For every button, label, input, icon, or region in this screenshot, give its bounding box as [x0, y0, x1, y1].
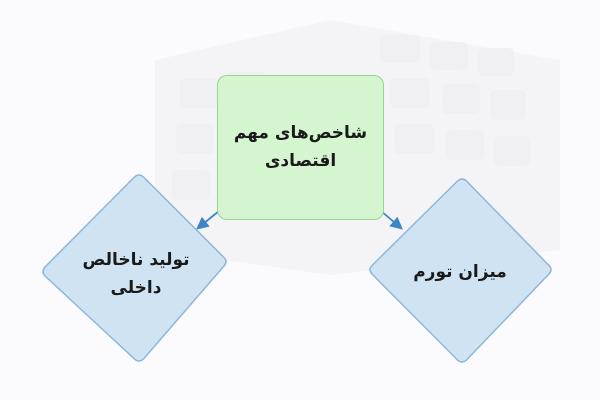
- gdp-node-label: تولید ناخالص داخلی: [82, 250, 190, 298]
- connector-root-to-inflation: [380, 210, 403, 230]
- inflation-node-label: میزان تورم: [413, 262, 507, 282]
- gdp-node: [41, 173, 228, 363]
- inflation-node: [368, 177, 553, 364]
- root-node: [217, 75, 384, 220]
- connector-root-to-gdp: [196, 210, 220, 230]
- root-node-label: شاخص‌های مهم اقتصادی: [233, 123, 368, 171]
